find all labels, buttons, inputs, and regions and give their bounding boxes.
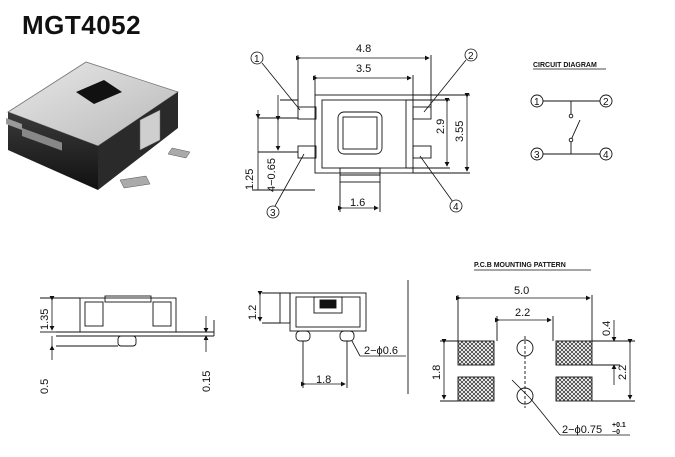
dim-height-inner: 2.9 bbox=[435, 119, 447, 134]
pcb-dim-hole-spacing: 2.2 bbox=[515, 307, 530, 319]
circuit-pin-4-label: 4 bbox=[603, 150, 609, 161]
pcb-dim-pad-gap: 0.4 bbox=[601, 321, 613, 336]
circuit-schematic bbox=[530, 94, 613, 161]
pcb-tol-plus: +0.1 bbox=[612, 422, 626, 429]
top-pin-3-label: 3 bbox=[270, 208, 276, 219]
pcb-dimension-lines bbox=[441, 295, 633, 436]
side-dim-height: 1.35 bbox=[39, 309, 51, 330]
pcb-dim-width: 5.0 bbox=[514, 285, 529, 297]
dim-offset-left: 1.25 bbox=[244, 169, 256, 190]
circuit-pin-2-label: 2 bbox=[603, 97, 609, 108]
side-view-drawing bbox=[40, 295, 215, 347]
top-view-dimension-lines bbox=[255, 55, 470, 211]
top-pin-4-label: 4 bbox=[453, 202, 459, 213]
front-dim-peg-diameter: 2−ϕ0.6 bbox=[364, 345, 398, 357]
pcb-tol-minus: −0 bbox=[612, 429, 620, 436]
top-view-pin-callouts bbox=[250, 48, 478, 219]
dim-width-inner: 3.5 bbox=[356, 63, 371, 75]
top-view-drawing bbox=[252, 55, 470, 212]
pcb-dim-height-left: 1.8 bbox=[431, 365, 443, 380]
product-photo bbox=[6, 61, 191, 190]
dim-height-outer: 3.55 bbox=[454, 121, 466, 142]
pcb-pattern-label: P.C.B MOUNTING PATTERN bbox=[474, 262, 566, 269]
top-pin-1-label: 1 bbox=[254, 54, 260, 65]
side-dim-base: 0.5 bbox=[39, 379, 51, 394]
top-pin-2-label: 2 bbox=[468, 51, 474, 62]
front-dim-height: 1.2 bbox=[247, 305, 259, 320]
side-dim-lead: 0.15 bbox=[201, 371, 213, 392]
circuit-diagram-label: CIRCUIT DIAGRAM bbox=[533, 62, 597, 69]
front-view-drawing bbox=[262, 280, 409, 394]
dim-width-outer: 4.8 bbox=[356, 43, 371, 55]
dim-bottom-width: 1.6 bbox=[350, 197, 365, 209]
front-view-dimension-lines bbox=[257, 291, 406, 387]
dim-pitch-left: 4−0.65 bbox=[266, 158, 278, 192]
front-dim-peg-spacing: 1.8 bbox=[316, 374, 331, 386]
side-view-dimension-lines bbox=[49, 296, 209, 360]
pcb-pattern-drawing bbox=[440, 295, 635, 408]
part-number-title: MGT4052 bbox=[22, 10, 142, 40]
pcb-dim-height-right: 2.2 bbox=[617, 365, 629, 380]
circuit-pin-1-label: 1 bbox=[534, 97, 540, 108]
pcb-dim-hole-diameter: 2−ϕ0.75 bbox=[562, 424, 602, 436]
circuit-pin-3-label: 3 bbox=[534, 150, 540, 161]
